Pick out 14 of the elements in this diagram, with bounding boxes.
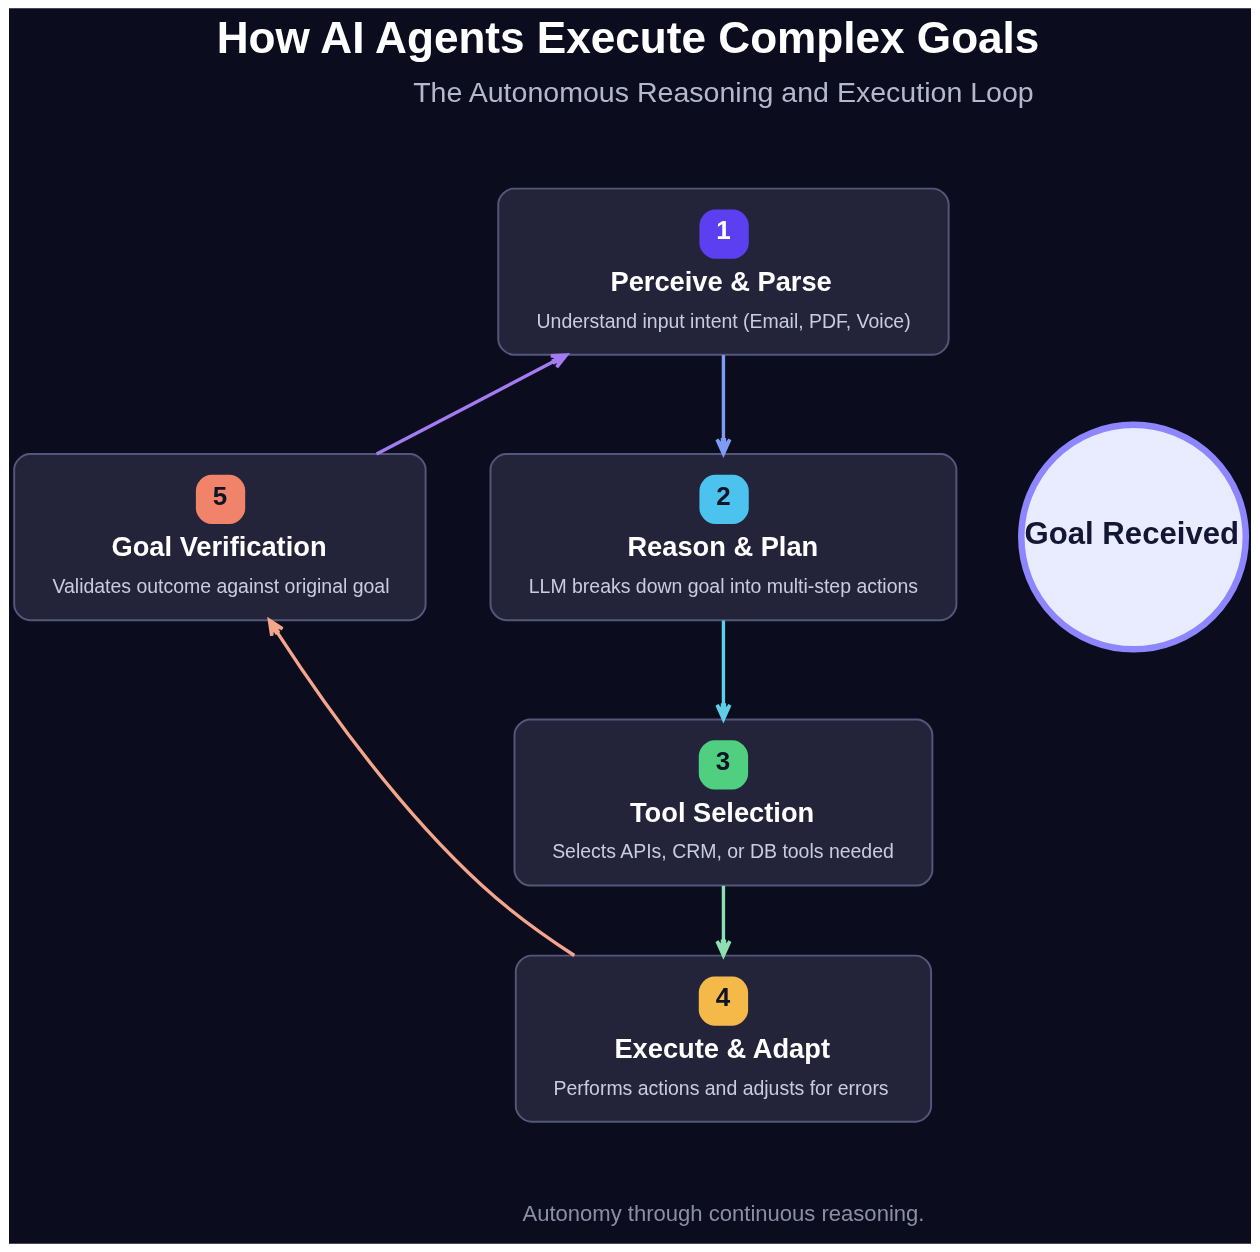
arrow: [715, 885, 732, 958]
diagram-title: How AI Agents Execute Complex Goals: [216, 12, 1040, 62]
node-box: 1 Perceive & Parse Understand input intent (Email, PDF, Voice): [497, 187, 950, 356]
arrow: [715, 620, 732, 721]
node-box: 3 Tool Selection Selects APIs, CRM, or DB tools needed: [513, 718, 934, 887]
node-box: 5 Goal Verification Validates outcome against original goal: [13, 453, 427, 622]
node-box: 4 Execute & Adapt Performs actions and adjusts for errors: [514, 954, 933, 1123]
label: Autonomy through continuous reasoning.: [522, 1200, 925, 1226]
arrow: [375, 353, 569, 456]
arrow: [267, 618, 576, 957]
node-box: 2 Reason & Plan LLM breaks down goal into multi-step actions: [489, 453, 958, 622]
label: The Autonomous Reasoning and Execution Loop: [413, 76, 1034, 109]
node-circle: Goal Received: [1018, 421, 1250, 653]
arrow: [715, 355, 732, 456]
